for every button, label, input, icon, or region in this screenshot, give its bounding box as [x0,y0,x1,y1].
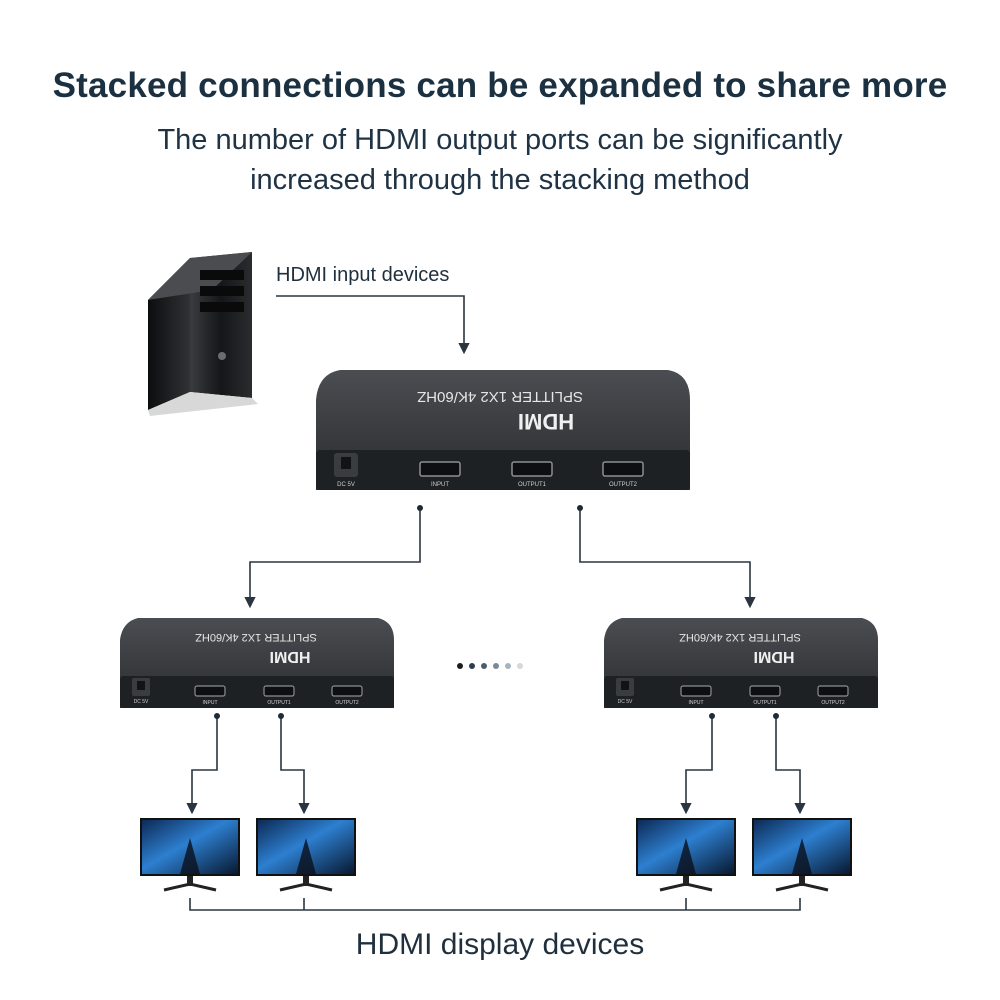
svg-text:INPUT: INPUT [689,700,704,706]
dc5v-label: DC 5V [134,699,149,705]
svg-text:OUTPUT1: OUTPUT1 [267,700,291,706]
hdmi-port-output1: OUTPUT1 [511,461,553,488]
monitor-icon [140,818,240,892]
monitor-icon [752,818,852,892]
hdmi-port-input: INPUT [419,461,461,488]
svg-text:OUTPUT1: OUTPUT1 [518,482,547,488]
subtitle-line-1: The number of HDMI output ports can be s… [157,124,843,156]
port-dot [773,713,779,719]
dc5v-label: DC 5V [618,699,633,705]
hdmi-logo: HDMI [754,648,795,665]
splitter-model-text: SPLITTER 1X2 4K/60HZ [417,388,583,405]
hdmi-logo: HDMI [270,648,311,665]
splitter-model-text: SPLITTER 1X2 4K/60HZ [195,631,317,643]
port-dot [577,505,583,511]
svg-text:INPUT: INPUT [431,482,449,488]
splitter-model-text: SPLITTER 1X2 4K/60HZ [679,631,801,643]
pc-tower-icon [148,252,258,416]
page-title: Stacked connections can be expanded to s… [52,66,948,105]
hdmi-port-output2: OUTPUT2 [331,685,363,706]
monitor-icon [636,818,736,892]
dc5v-label: DC 5V [337,482,355,488]
hdmi-logo: HDMI [518,409,574,434]
monitor-icon [256,818,356,892]
hdmi-display-devices-label: HDMI display devices [355,928,645,961]
hdmi-port-input: INPUT [194,685,226,706]
port-dot [417,505,423,511]
port-dot [214,713,220,719]
svg-text:OUTPUT1: OUTPUT1 [753,700,777,706]
port-dot [709,713,715,719]
svg-text:INPUT: INPUT [203,700,218,706]
connection-lines [186,295,806,911]
hdmi-port-output1: OUTPUT1 [749,685,781,706]
splitter-left: SPLITTER 1X2 4K/60HZ HDMI DC 5V INPUT OU… [120,618,394,708]
hdmi-port-input: INPUT [680,685,712,706]
svg-text:OUTPUT2: OUTPUT2 [821,700,845,706]
hdmi-port-output2: OUTPUT2 [817,685,849,706]
subtitle-line-2: increased through the stacking method [250,164,750,196]
svg-text:OUTPUT2: OUTPUT2 [335,700,359,706]
svg-text:OUTPUT2: OUTPUT2 [609,482,638,488]
page-subtitle: The number of HDMI output ports can be s… [0,120,1000,200]
splitter-right: SPLITTER 1X2 4K/60HZ HDMI DC 5V INPUT OU… [604,618,878,708]
hdmi-input-devices-label: HDMI input devices [276,264,450,286]
port-dot [278,713,284,719]
hdmi-port-output1: OUTPUT1 [263,685,295,706]
hdmi-port-output2: OUTPUT2 [602,461,644,488]
more-dots-icon [457,663,523,669]
splitter-main: SPLITTER 1X2 4K/60HZ HDMI DC 5V INPUT OU… [316,370,690,490]
